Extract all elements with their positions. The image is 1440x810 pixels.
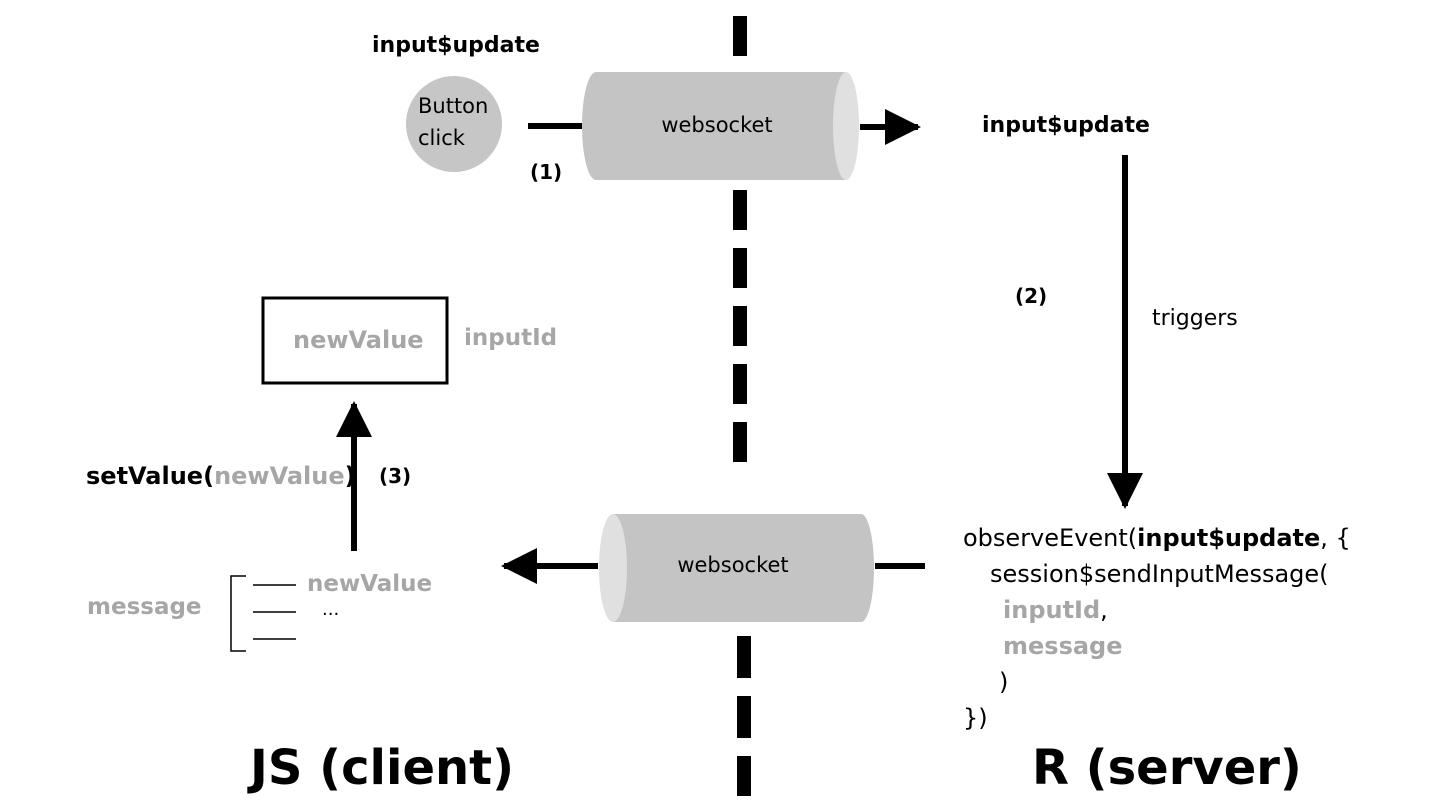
- button-label-line-1: Button: [418, 94, 489, 118]
- set-value-call: setValue(newValue): [86, 462, 356, 490]
- websocket-cylinder-top: [582, 72, 859, 180]
- client-heading: JS (client): [250, 740, 515, 796]
- message-bracket: [230, 575, 246, 652]
- websocket-cylinder-bottom: [599, 514, 874, 622]
- code-line-2: session$sendInputMessage(: [990, 560, 1329, 588]
- set-value-suffix: ): [344, 462, 356, 490]
- websocket-label-top: websocket: [661, 113, 773, 137]
- client-input-event-label: input$update: [372, 33, 540, 58]
- input-id-label: inputId: [464, 325, 558, 351]
- button-click-circle: [406, 76, 502, 172]
- step-3-label: (3): [379, 464, 412, 488]
- code-line-6: }): [963, 704, 988, 732]
- code-line-3-suffix: ,: [1100, 596, 1108, 624]
- code-line-1-prefix: observeEvent(: [963, 524, 1138, 552]
- code-line-3-arg: inputId: [1003, 596, 1101, 624]
- server-heading: R (server): [1032, 740, 1302, 796]
- input-value-box: [261, 296, 449, 385]
- code-line-1-suffix: , {: [1320, 524, 1351, 552]
- step-1-label: (1): [530, 160, 563, 184]
- code-line-3: inputId,: [963, 592, 1351, 628]
- button-click-label: Button click: [418, 90, 488, 154]
- code-line-4: message: [1003, 632, 1123, 660]
- code-line-1-event: input$update: [1137, 524, 1321, 552]
- observe-event-code: observeEvent(input$update, { session$sen…: [963, 520, 1351, 736]
- triggers-label: triggers: [1152, 306, 1238, 331]
- websocket-label-bottom: websocket: [677, 553, 789, 577]
- server-input-event-label: input$update: [982, 113, 1150, 138]
- button-label-line-2: click: [418, 126, 465, 150]
- step-2-label: (2): [1015, 284, 1048, 308]
- message-field-new-value: newValue: [307, 571, 433, 597]
- input-value-text: newValue: [293, 326, 424, 354]
- code-line-1: observeEvent(input$update, {: [963, 520, 1351, 556]
- set-value-prefix: setValue(: [86, 462, 215, 490]
- message-label: message: [87, 594, 202, 620]
- code-line-5: ): [999, 668, 1009, 696]
- set-value-argument: newValue: [214, 462, 345, 490]
- message-ellipsis: ...: [322, 599, 340, 620]
